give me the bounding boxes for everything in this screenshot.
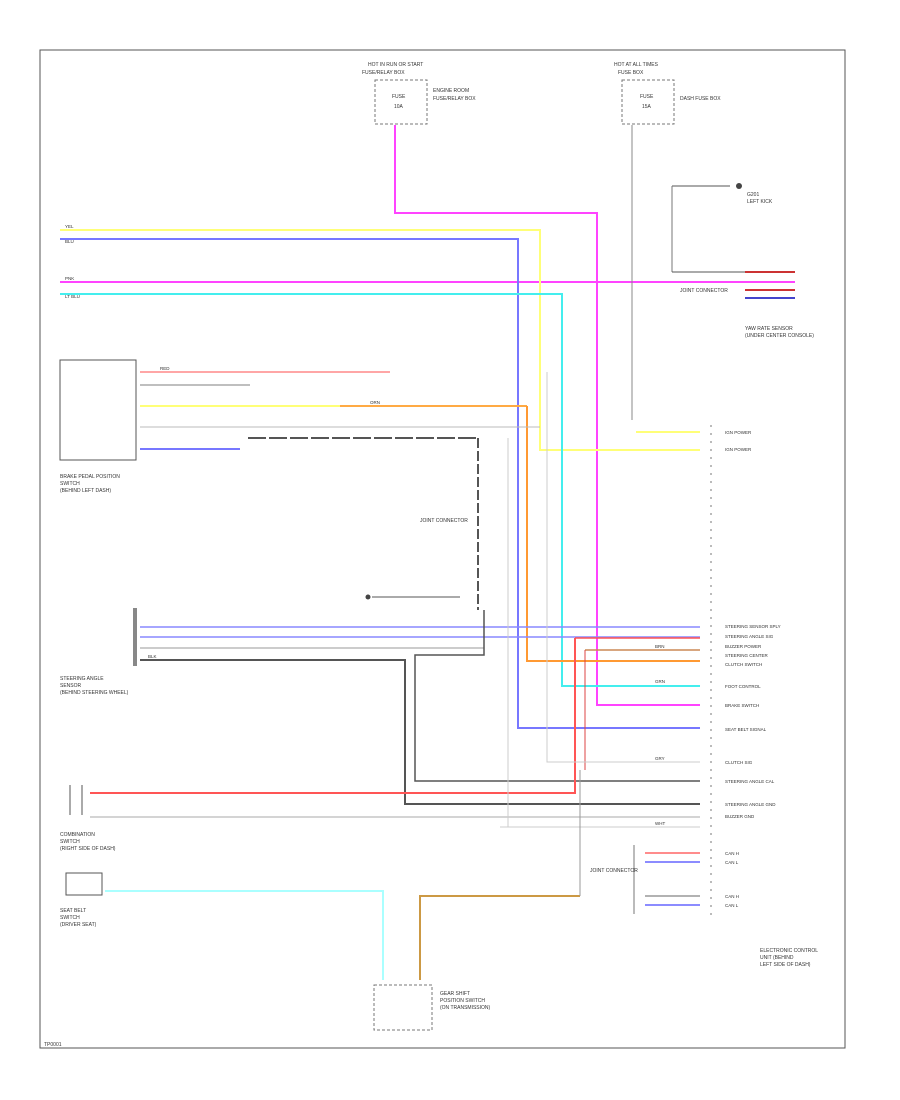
wire-color-tags: YEL BLU PNK LT BLU RED ORN BLK BRN GRN G… (65, 224, 665, 826)
wire-black-steer (140, 659, 700, 805)
top-label-left-2: FUSE/RELAY BOX (362, 70, 405, 76)
tag-blu: BLU (65, 239, 74, 244)
pin-label: STEERING SENSOR SPLY (725, 624, 781, 629)
pin-label: IGN POWER (725, 447, 752, 452)
pin-label: STEERING ANGLE GND (725, 802, 776, 807)
gear-shift-box (373, 984, 433, 1031)
seat-belt-switch-box (65, 872, 103, 896)
label-joint-1: JOINT CONNECTOR (680, 288, 728, 294)
tag-grn: GRN (655, 679, 665, 684)
wire-ltblue-seatbelt (105, 890, 384, 980)
wire-thin-vert-1 (546, 372, 700, 763)
ground-top-right: G201 LEFT KICK (672, 183, 773, 205)
combination-switch (69, 785, 83, 815)
pin-label: STEERING ANGLE CAL (725, 779, 775, 784)
diagram-frame (39, 49, 846, 1049)
label-joint-2: JOINT CONNECTOR (420, 518, 468, 524)
ground-label: G201 (747, 192, 759, 198)
wire-blue-top (60, 238, 700, 729)
label-gear-shift-3: (ON TRANSMISSION) (440, 1005, 491, 1011)
label-brake-switch-3: (BEHIND LEFT DASH) (60, 488, 111, 494)
ground-icon-small (365, 594, 371, 600)
label-gear-shift-2: POSITION SWITCH (440, 998, 485, 1004)
ground-label-2: LEFT KICK (747, 199, 773, 205)
top-label-left: HOT IN RUN OR START (368, 62, 423, 68)
pin-label: STEERING ANGLE SIG (725, 634, 774, 639)
label-steering-sensor: STEERING ANGLE (60, 676, 104, 682)
pin-label: CAN L (725, 903, 739, 908)
fuse-box-left (374, 79, 428, 125)
label-brake-switch-2: SWITCH (60, 481, 80, 487)
pin-label: IGN POWER (725, 430, 752, 435)
fuse-right-desc: DASH FUSE BOX (680, 96, 721, 102)
tag-ltblu: LT BLU (65, 294, 80, 299)
pin-label: BRAKE SWITCH (725, 703, 759, 708)
ecm-pin-labels: IGN POWER IGN POWER STEERING SENSOR SPLY… (725, 430, 781, 908)
pin-label: CLUTCH SWITCH (725, 662, 762, 667)
pin-label: CAN L (725, 860, 739, 865)
label-seat-belt-3: (DRIVER SEAT) (60, 922, 97, 928)
pin-label: CAN H (725, 851, 739, 856)
label-combination-switch: COMBINATION (60, 832, 95, 838)
fuse-block-right: HOT AT ALL TIMES FUSE BOX FUSE 15A DASH … (614, 62, 721, 125)
fuse-left-desc2: FUSE/RELAY BOX (433, 96, 476, 102)
tag-pnk: PNK (65, 276, 74, 281)
fuse-left-desc: ENGINE ROOM (433, 88, 469, 94)
wire-yellow-top (60, 229, 700, 451)
tag-red: RED (160, 366, 170, 371)
label-combination-switch-3: (RIGHT SIDE OF DASH) (60, 846, 116, 852)
label-gear-shift: GEAR SHIFT (440, 991, 470, 997)
tag-orn: ORN (370, 400, 380, 405)
fuse-right-amp: 15A (642, 104, 652, 110)
label-ecm-3: LEFT SIDE OF DASH) (760, 962, 811, 968)
label-ecm-2: UNIT (BEHIND (760, 955, 794, 961)
label-joint-3: JOINT CONNECTOR (590, 868, 638, 874)
fuse-right-text: FUSE (640, 94, 654, 100)
tag-wht: WHT (655, 821, 665, 826)
component-labels: BRAKE PEDAL POSITION SWITCH (BEHIND LEFT… (60, 288, 818, 1011)
wire-black-steer-2 (414, 610, 700, 782)
label-yaw-sensor: YAW RATE SENSOR (745, 326, 793, 332)
steering-angle-sensor-box (133, 608, 137, 666)
fuse-left-amp: 10A (394, 104, 404, 110)
pin-label: BUZZER POWER (725, 644, 762, 649)
label-steering-sensor-3: (BEHIND STEERING WHEEL) (60, 690, 129, 696)
wire-red-ecm (90, 638, 576, 794)
pin-label: SEAT BELT SIGNAL (725, 727, 767, 732)
wire-brown-gear (419, 895, 580, 980)
pin-label: CAN H (725, 894, 739, 899)
label-combination-switch-2: SWITCH (60, 839, 80, 845)
label-brake-switch: BRAKE PEDAL POSITION (60, 474, 120, 480)
wire-ltblue-top (60, 293, 700, 687)
tag-gry: GRY (655, 756, 665, 761)
label-yaw-sensor-2: (UNDER CENTER CONSOLE) (745, 333, 814, 339)
pin-label: STEERING CENTER (725, 653, 769, 658)
wire-pink-main (394, 125, 700, 706)
pin-label: FOOT CONTROL (725, 684, 761, 689)
tag-yel: YEL (65, 224, 74, 229)
top-label-right-2: FUSE BOX (618, 70, 644, 76)
tag-blk: BLK (148, 654, 157, 659)
pin-label: BUZZER GND (725, 814, 755, 819)
top-label-right: HOT AT ALL TIMES (614, 62, 659, 68)
wire-orange-ecm (526, 406, 700, 662)
brake-pedal-switch-box (59, 359, 137, 461)
label-seat-belt-2: SWITCH (60, 915, 80, 921)
label-ecm: ELECTRONIC CONTROL (760, 948, 818, 954)
pin-label: CLUTCH SIG (725, 760, 753, 765)
fuse-block-left: HOT IN RUN OR START FUSE/RELAY BOX FUSE … (362, 62, 476, 125)
label-seat-belt: SEAT BELT (60, 908, 86, 914)
label-steering-sensor-2: SENSOR (60, 683, 82, 689)
footer-code: TP0001 (44, 1042, 62, 1048)
fuse-box-right (621, 79, 675, 125)
tag-brn: BRN (655, 644, 665, 649)
fuse-left-text: FUSE (392, 94, 406, 100)
